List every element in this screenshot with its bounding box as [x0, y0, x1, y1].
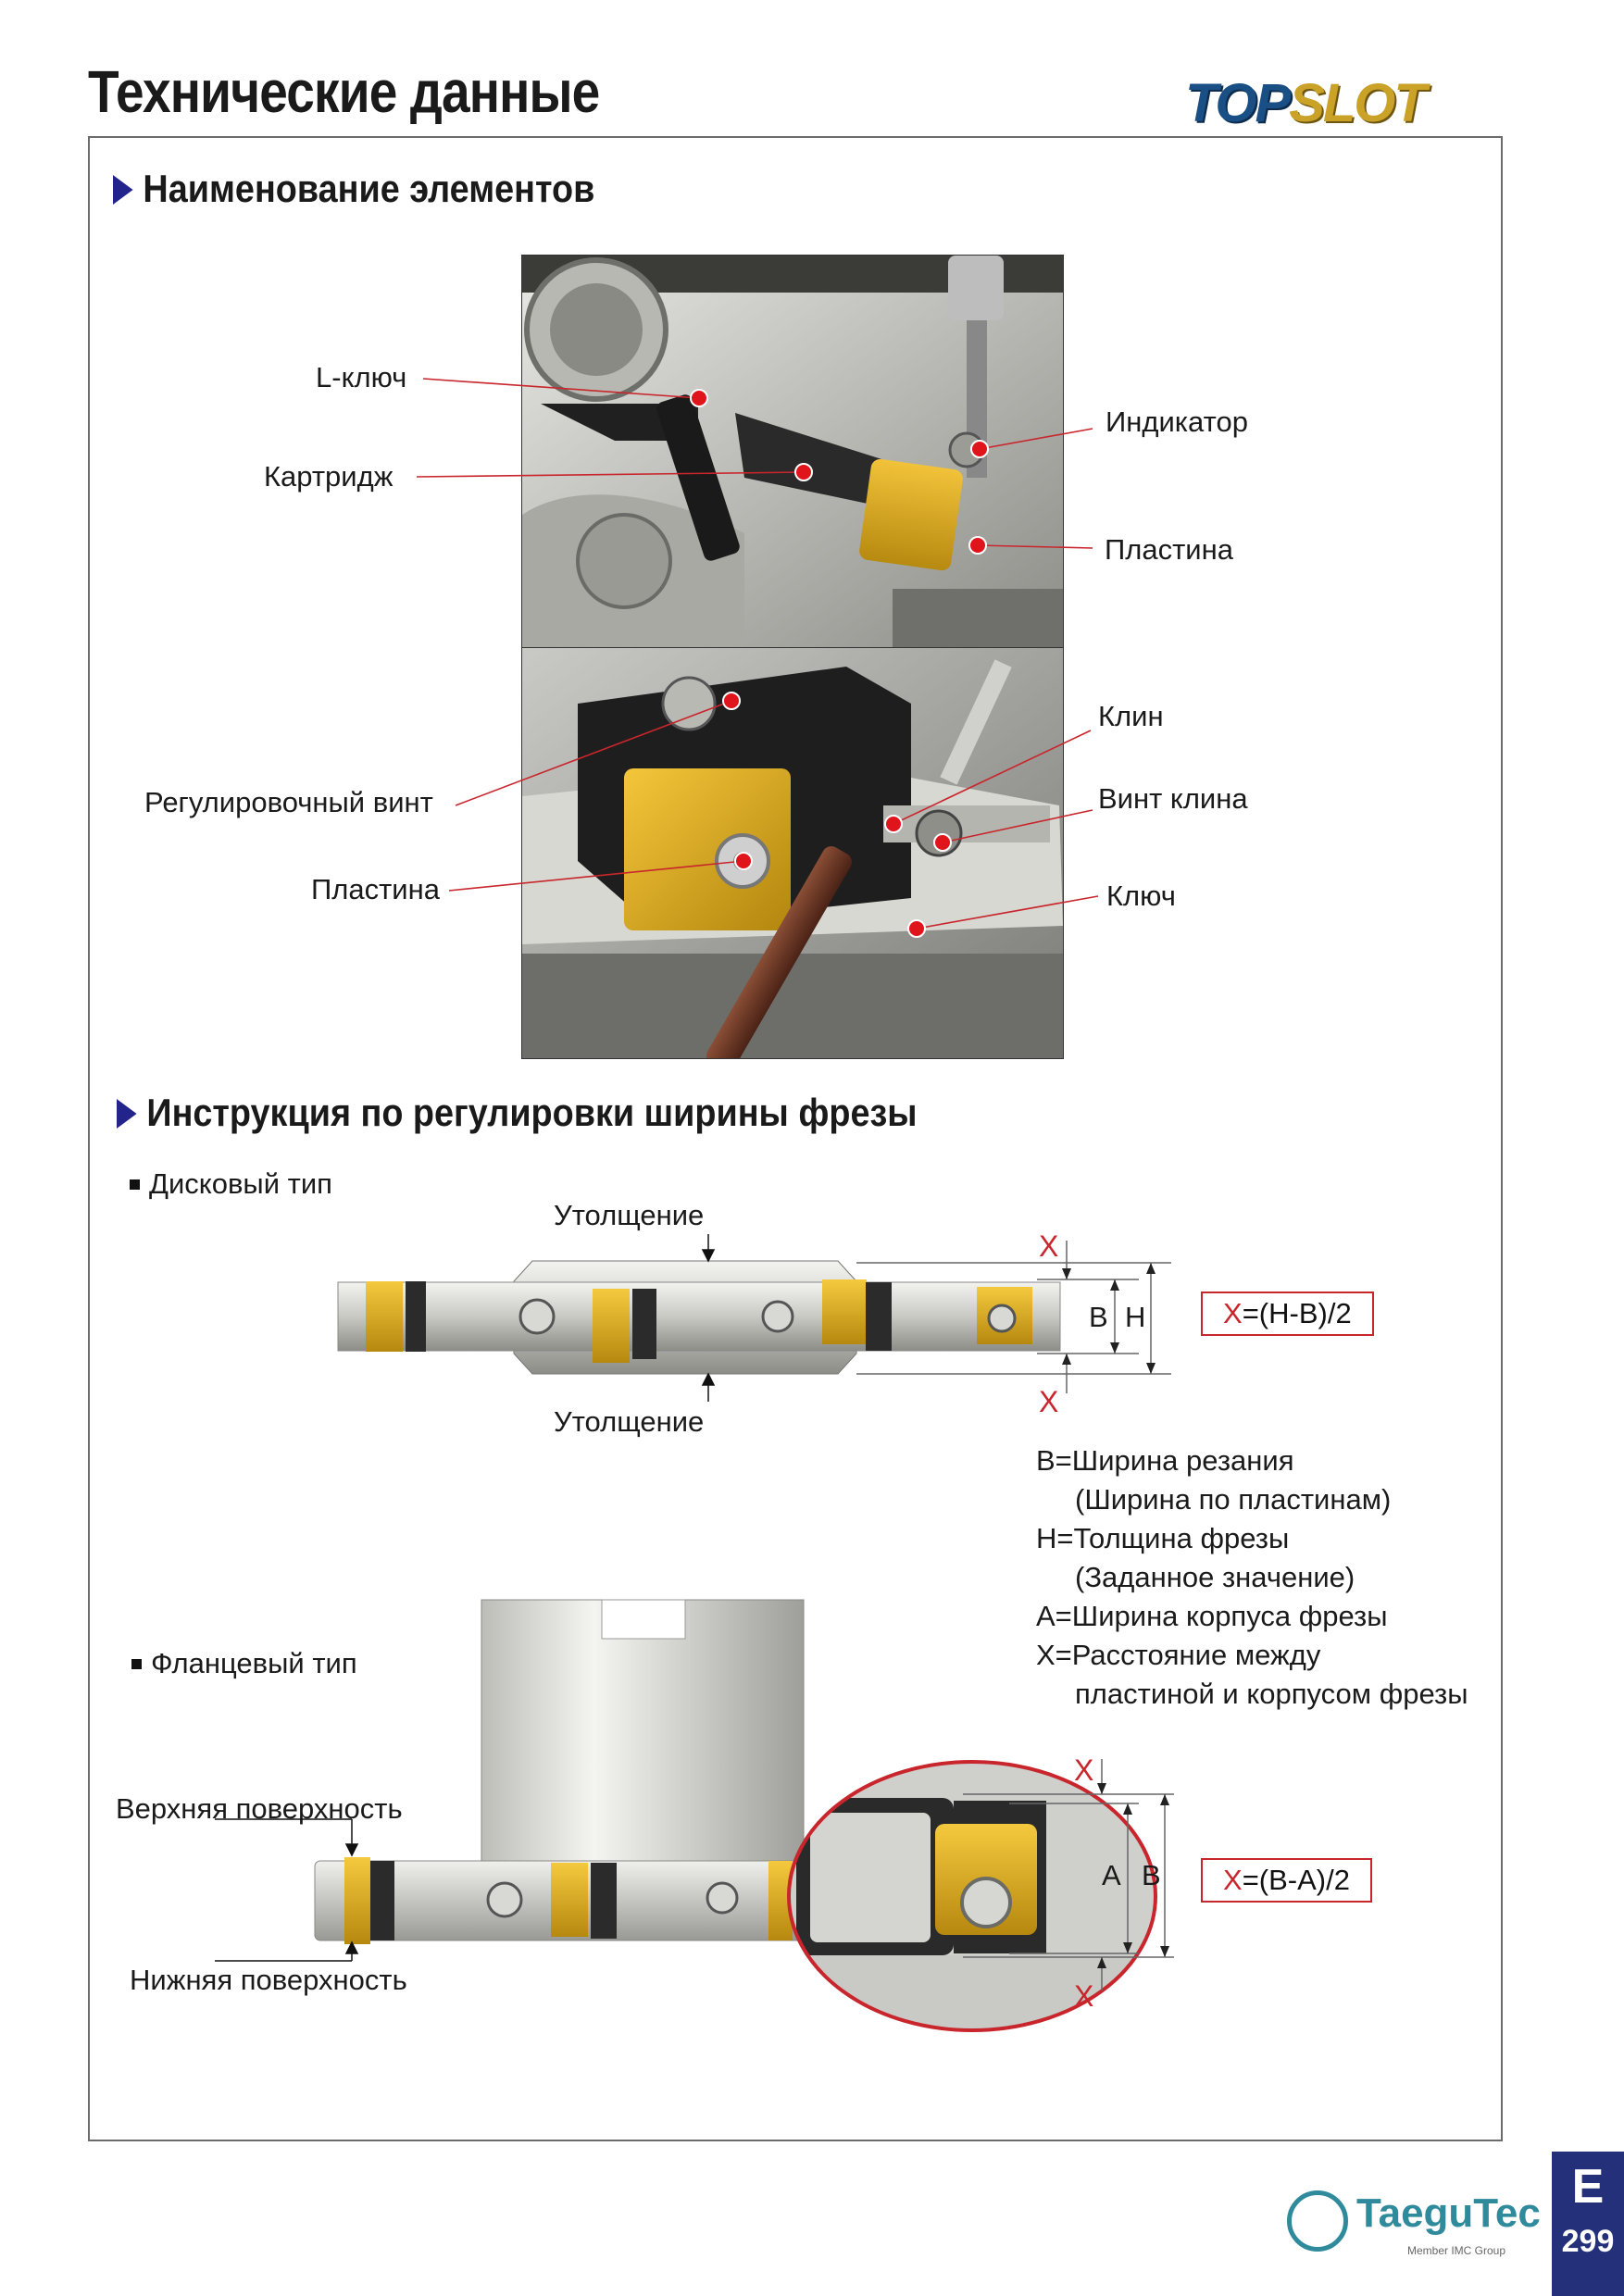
disc-x-top: X: [1039, 1229, 1059, 1263]
photo-cartridge-illustration: [522, 256, 1063, 648]
disc-x-bottom: X: [1039, 1385, 1059, 1418]
legend-a: A=Ширина корпуса фрезы: [1036, 1600, 1388, 1632]
flange-formula-text: =(B-A)/2: [1242, 1864, 1350, 1896]
square-bullet-icon: [130, 1179, 140, 1190]
page-title: Технические данные: [88, 58, 600, 125]
flange-x-bottom: X: [1074, 1979, 1094, 2013]
section-letter: E: [1571, 2160, 1605, 2214]
section-heading-width-adjust: Инструкция по регулировки ширины фрезы: [117, 1091, 918, 1135]
legend-b-note: (Ширина по пластинам): [1075, 1483, 1392, 1516]
label-adjust-screw: Регулировочный винт: [144, 786, 433, 818]
legend-b: B=Ширина резания: [1036, 1444, 1294, 1477]
legend-x: X=Расстояние между: [1036, 1639, 1321, 1671]
flange-x-top: X: [1074, 1753, 1094, 1787]
section-heading-text: Инструкция по регулировки ширины фрезы: [146, 1091, 918, 1134]
triangle-bullet-icon: [117, 1099, 137, 1129]
label-thickening-top: Утолщение: [554, 1199, 705, 1231]
triangle-bullet-icon: [113, 175, 133, 205]
logo-slot-text: SLOT: [1289, 73, 1427, 133]
subheading-disc-type: Дисковый тип: [130, 1167, 332, 1201]
page-section-tab: E 299: [1552, 2152, 1624, 2296]
label-indicator: Индикатор: [1106, 406, 1248, 438]
flange-formula-box: X=(B-A)/2: [1201, 1858, 1372, 1903]
content-frame: [88, 136, 1503, 2141]
label-wedge-screw: Винт клина: [1098, 782, 1248, 815]
label-lower-surface: Нижняя поверхность: [130, 1964, 407, 1996]
brand-subtitle: Member IMC Group: [1407, 2244, 1506, 2257]
flange-type-label: Фланцевый тип: [151, 1647, 357, 1679]
legend-h: H=Толщина фрезы: [1036, 1522, 1290, 1554]
photo-wedge-illustration: [522, 648, 1063, 1058]
disc-type-label: Дисковый тип: [149, 1167, 332, 1200]
page-number: 299: [1561, 2224, 1615, 2259]
topslot-logo: TOPSLOT: [1185, 72, 1427, 134]
label-insert-bottom: Пластина: [311, 873, 440, 905]
flange-formula-x: X: [1223, 1864, 1243, 1896]
taegutec-logo-icon: [1287, 2190, 1348, 2252]
photo-cartridge-assembly: [521, 255, 1064, 649]
legend-h-note: (Заданное значение): [1075, 1561, 1355, 1593]
disc-formula-box: X=(H-B)/2: [1201, 1292, 1374, 1336]
label-insert-top: Пластина: [1105, 533, 1233, 566]
disc-dim-b: B: [1089, 1301, 1108, 1333]
section-heading-elements: Наименование элементов: [113, 167, 594, 211]
logo-top-text: TOP: [1185, 73, 1291, 133]
disc-dim-h: H: [1125, 1301, 1146, 1333]
flange-dim-b: B: [1142, 1859, 1161, 1891]
disc-formula-text: =(H-B)/2: [1242, 1297, 1352, 1329]
square-bullet-icon: [131, 1659, 142, 1669]
brand-name: TaeguTec: [1356, 2190, 1541, 2236]
flange-dim-a: A: [1102, 1859, 1121, 1891]
disc-formula-x: X: [1223, 1297, 1243, 1329]
label-wedge: Клин: [1098, 700, 1164, 732]
subheading-flange-type: Фланцевый тип: [131, 1647, 357, 1680]
dimension-legend: B=Ширина резания (Ширина по пластинам) H…: [1036, 1441, 1468, 1714]
legend-x-note: пластиной и корпусом фрезы: [1075, 1678, 1468, 1710]
label-key: Ключ: [1106, 880, 1176, 912]
label-upper-surface: Верхняя поверхность: [116, 1792, 403, 1825]
label-l-key: L-ключ: [316, 361, 407, 393]
label-cartridge: Картридж: [264, 460, 394, 493]
section-heading-text: Наименование элементов: [143, 167, 595, 210]
label-thickening-bottom: Утолщение: [554, 1405, 705, 1438]
photo-wedge-assembly: [521, 647, 1064, 1059]
